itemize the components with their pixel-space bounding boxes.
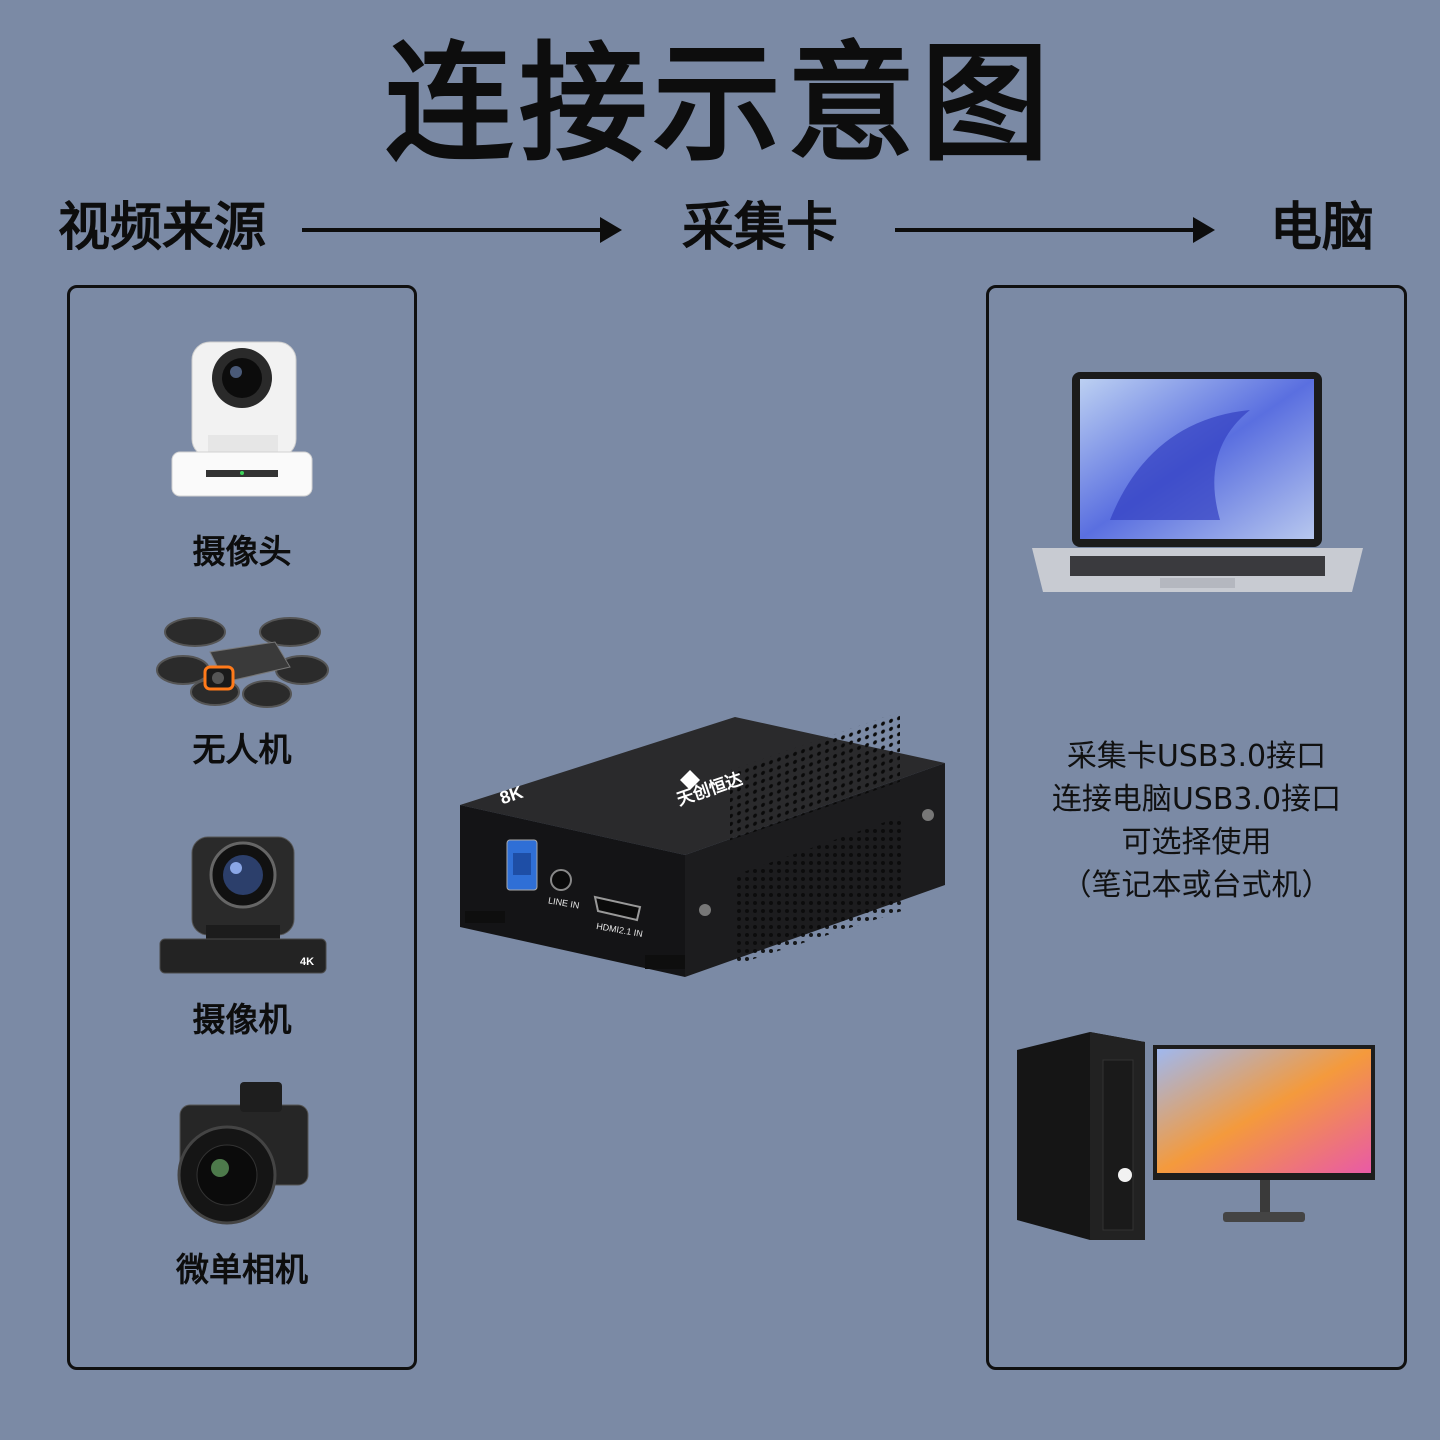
computer-panel [986,285,1407,1370]
capture-card-device [455,715,950,980]
arrow-source-to-card [302,217,622,243]
flow-label-computer: 电脑 [1270,198,1375,258]
description-line-4: （笔记本或台式机） [1061,868,1332,903]
arrow-card-to-computer [895,217,1215,243]
drone-icon [155,612,330,717]
source-label-ptz-camera: 摄像头 [192,532,292,571]
description-line-1: 采集卡USB3.0接口 [1066,739,1327,774]
description-line-3: 可选择使用 [1121,825,1272,860]
flow-label-card: 采集卡 [682,198,839,258]
page-title: 连接示意图 [384,30,1055,179]
connection-description: 采集卡USB3.0接口 连接电脑USB3.0接口 可选择使用 （笔记本或台式机） [986,735,1407,907]
source-label-mirrorless-camera: 微单相机 [176,1250,308,1289]
laptop-icon [1030,370,1365,602]
svg-text:4K: 4K [300,956,314,968]
video-camera-icon: 4K [158,835,328,975]
source-panel [67,285,417,1370]
source-label-drone: 无人机 [192,730,292,769]
source-label-video-camera: 摄像机 [192,1000,292,1039]
ptz-camera-icon [170,340,315,500]
flow-label-source: 视频来源 [58,198,267,258]
description-line-2: 连接电脑USB3.0接口 [1051,782,1342,817]
desktop-pc-icon [1015,1030,1380,1245]
mirrorless-camera-icon [172,1080,312,1225]
